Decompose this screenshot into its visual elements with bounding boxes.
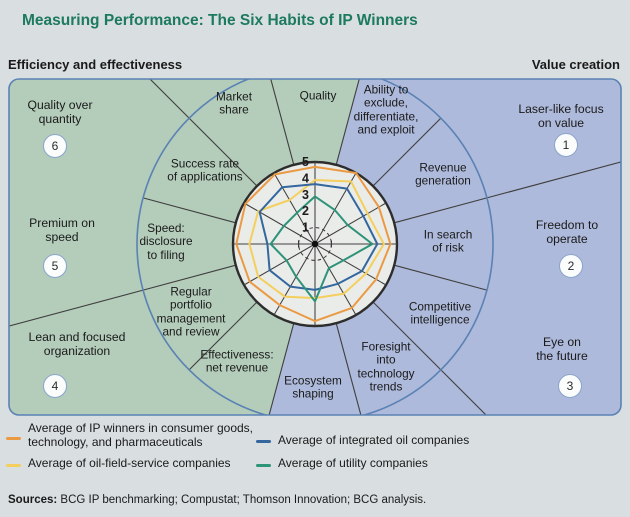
habit-number-badge-2: 2: [559, 254, 583, 278]
radar-series-3: [269, 195, 374, 303]
radar-diagram: 1 2 3 4 5: [8, 78, 622, 416]
legend-label: Average of utility companies: [278, 456, 428, 470]
header-value-creation: Value creation: [531, 57, 620, 72]
legend-swatch-utility: [256, 464, 271, 467]
page-title: Measuring Performance: The Six Habits of…: [22, 12, 418, 29]
habit-number-badge-3: 3: [558, 374, 582, 398]
scale-tick-label: 3: [302, 188, 309, 202]
header-efficiency: Efficiency and effectiveness: [8, 57, 183, 72]
legend-label: Average of integrated oil companies: [278, 433, 470, 447]
radar-series-2: [258, 183, 379, 291]
legend-label: Average of IP winners in consumer goods,…: [28, 421, 254, 450]
legend-swatch-ip-winners: [6, 437, 21, 440]
legend-swatch-integrated-oil: [256, 440, 271, 443]
sources-text: BCG IP benchmarking; Compustat; Thomson …: [57, 494, 427, 506]
sources-label: Sources:: [8, 494, 58, 506]
dimension-label-8: Effectiveness:net revenue: [200, 347, 274, 375]
legend-swatch-oil-field-service: [6, 464, 21, 467]
legend-label: Average of oil-field-service companies: [28, 456, 231, 470]
scale-tick-label: 2: [302, 204, 309, 218]
radar-series-0: [235, 165, 392, 323]
scale-tick-label: 5: [302, 155, 309, 169]
scale-tick-label: 4: [302, 171, 309, 185]
scale-tick-label: 1: [302, 221, 309, 235]
dimension-label-1: Quality: [299, 88, 337, 103]
habit-number-badge-6: 6: [43, 134, 67, 158]
sources-line: Sources: BCG IP benchmarking; Compustat;…: [8, 494, 426, 506]
habit-number-badge-1: 1: [554, 133, 578, 157]
radar-center-dot: [311, 240, 319, 248]
radar-series-1: [248, 179, 385, 300]
habit-number-badge-4: 4: [43, 374, 67, 398]
habit-number-badge-5: 5: [43, 254, 67, 278]
